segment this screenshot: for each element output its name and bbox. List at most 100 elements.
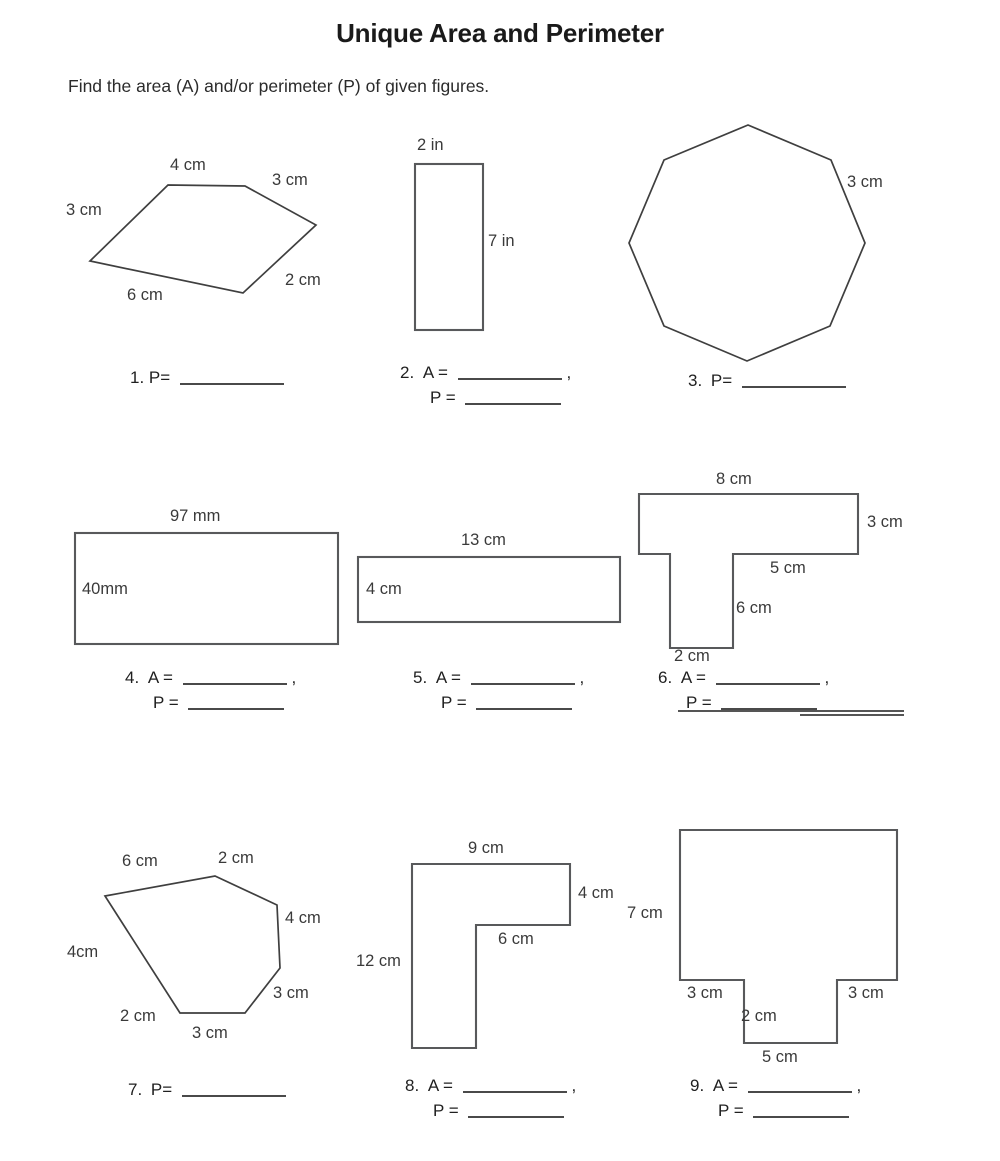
rectangle-outline: [356, 555, 622, 624]
answer-2-perimeter-row: P =: [400, 388, 571, 413]
figure-9-label-left-height: 7 cm: [627, 904, 663, 922]
answer-5: 5. A = , P =: [413, 668, 584, 718]
answer-2-p-label: P =: [430, 388, 456, 407]
answer-3-perimeter-row: 3. P=: [688, 371, 846, 396]
figure-7-label-lower-right: 3 cm: [273, 984, 309, 1002]
answer-7-perimeter-row: 7. P=: [128, 1080, 286, 1105]
figure-3-octagon: 3 cm: [615, 120, 905, 370]
answer-4-area-row: 4. A = ,: [125, 668, 296, 693]
answer-7: 7. P=: [128, 1080, 286, 1105]
figure-9-label-tab-width: 5 cm: [762, 1048, 798, 1066]
figure-8-label-top-width: 9 cm: [468, 839, 504, 857]
answer-6-number: 6.: [658, 668, 673, 687]
answer-6-extra-rule: [678, 710, 904, 712]
figure-9-label-bottom-right-width: 3 cm: [848, 984, 884, 1002]
figure-4-label-width: 97 mm: [170, 507, 221, 525]
answer-1: 1. P=: [130, 368, 284, 393]
answer-6: 6. A = , P =: [658, 668, 829, 718]
answer-4: 4. A = , P =: [125, 668, 296, 718]
answer-9-perimeter-row: P =: [690, 1101, 861, 1126]
figure-2-label-height: 7 in: [488, 232, 515, 250]
figure-2-rectangle: 2 in 7 in: [400, 137, 570, 345]
answer-5-area-row: 5. A = ,: [413, 668, 584, 693]
answer-8-a-blank[interactable]: [462, 1091, 567, 1093]
answer-9-a-label: A =: [712, 1076, 738, 1095]
figure-3-label-side: 3 cm: [847, 173, 883, 191]
answer-7-p-blank[interactable]: [181, 1095, 286, 1097]
answer-2-p-blank[interactable]: [465, 403, 562, 405]
answer-9-a-blank[interactable]: [747, 1091, 852, 1093]
answer-8-number: 8.: [405, 1076, 420, 1095]
figure-7-label-right: 4 cm: [285, 909, 321, 927]
figure-5-svg: [356, 555, 622, 624]
answer-7-number: 7.: [128, 1080, 143, 1099]
answer-4-a-blank[interactable]: [182, 683, 287, 685]
t-shape-outline: [637, 492, 860, 650]
answer-6-p-blank[interactable]: [721, 708, 818, 710]
answer-8-comma: ,: [571, 1076, 577, 1095]
answer-9: 9. A = , P =: [690, 1076, 861, 1126]
figure-8-label-inner-width: 6 cm: [498, 930, 534, 948]
figure-9-square-with-tab: 7 cm 3 cm 2 cm 3 cm 5 cm: [627, 822, 935, 1065]
answer-8-p-label: P =: [433, 1101, 459, 1120]
answer-5-p-blank[interactable]: [476, 708, 573, 710]
answer-6-perimeter-row: P =: [658, 693, 829, 718]
answer-3-p-blank[interactable]: [741, 386, 846, 388]
answer-3-p-label: P=: [710, 371, 733, 390]
answer-2-a-blank[interactable]: [457, 378, 562, 380]
answer-8-a-label: A =: [427, 1076, 453, 1095]
figure-9-label-bottom-left-width: 3 cm: [687, 984, 723, 1002]
octagon-outline: [628, 124, 866, 362]
answer-8-area-row: 8. A = ,: [405, 1076, 576, 1101]
answer-9-number: 9.: [690, 1076, 705, 1095]
figure-5-rectangle: 13 cm 4 cm: [353, 532, 633, 632]
answer-8: 8. A = , P =: [405, 1076, 576, 1126]
figure-7-label-top-left: 6 cm: [122, 852, 158, 870]
figure-6-label-right-arm: 5 cm: [770, 559, 806, 577]
answer-5-number: 5.: [413, 668, 428, 687]
figure-1-label-top: 4 cm: [170, 156, 206, 174]
answer-6-p-label: P =: [686, 693, 712, 712]
answer-5-a-blank[interactable]: [470, 683, 575, 685]
answer-4-a-label: A =: [147, 668, 173, 687]
answer-1-p-blank[interactable]: [179, 383, 284, 385]
figure-7-label-left: 4cm: [67, 943, 99, 961]
answer-6-a-blank[interactable]: [715, 683, 820, 685]
figure-4-label-height: 40mm: [82, 580, 128, 598]
answer-9-comma: ,: [856, 1076, 862, 1095]
answer-3: 3. P=: [688, 371, 846, 396]
answer-7-p-label: P=: [150, 1080, 173, 1099]
square-with-tab-outline: [678, 828, 899, 1045]
figure-7-label-top-right: 2 cm: [218, 849, 254, 867]
figure-1-label-left: 3 cm: [66, 201, 102, 219]
figure-6-t-shape: 8 cm 3 cm 5 cm 6 cm 2 cm: [635, 471, 915, 665]
answer-8-p-blank[interactable]: [468, 1116, 565, 1118]
answer-9-p-blank[interactable]: [753, 1116, 850, 1118]
figure-1-label-upper-right: 3 cm: [272, 171, 308, 189]
figure-3-svg: [628, 124, 866, 362]
answer-8-perimeter-row: P =: [405, 1101, 576, 1126]
answer-4-p-blank[interactable]: [188, 708, 285, 710]
answer-6-extra-rule-right: [800, 714, 904, 716]
answer-5-perimeter-row: P =: [413, 693, 584, 718]
l-shape-outline: [410, 862, 572, 1050]
answer-1-perimeter-row: 1. P=: [130, 368, 284, 393]
answer-5-a-label: A =: [435, 668, 461, 687]
figure-9-label-tab-height: 2 cm: [741, 1007, 777, 1025]
pentagon-outline: [88, 184, 318, 294]
figure-7-label-lower-left: 2 cm: [120, 1007, 156, 1025]
figure-6-label-top-width: 8 cm: [716, 470, 752, 488]
figure-1-label-bottom: 6 cm: [127, 286, 163, 304]
answer-3-number: 3.: [688, 371, 703, 390]
figure-1-irregular-pentagon: 4 cm 3 cm 3 cm 6 cm 2 cm: [60, 150, 360, 320]
instruction-text: Find the area (A) and/or perimeter (P) o…: [68, 76, 490, 96]
answer-4-number: 4.: [125, 668, 140, 687]
figure-6-label-stem-width: 2 cm: [674, 647, 710, 665]
figure-8-label-left-height: 12 cm: [356, 952, 401, 970]
figure-5-label-height: 4 cm: [366, 580, 402, 598]
answer-4-perimeter-row: P =: [125, 693, 296, 718]
hexagon-outline: [103, 875, 281, 1014]
answer-2-number: 2.: [400, 363, 415, 382]
figure-4-rectangle: 97 mm 40mm: [70, 508, 350, 653]
